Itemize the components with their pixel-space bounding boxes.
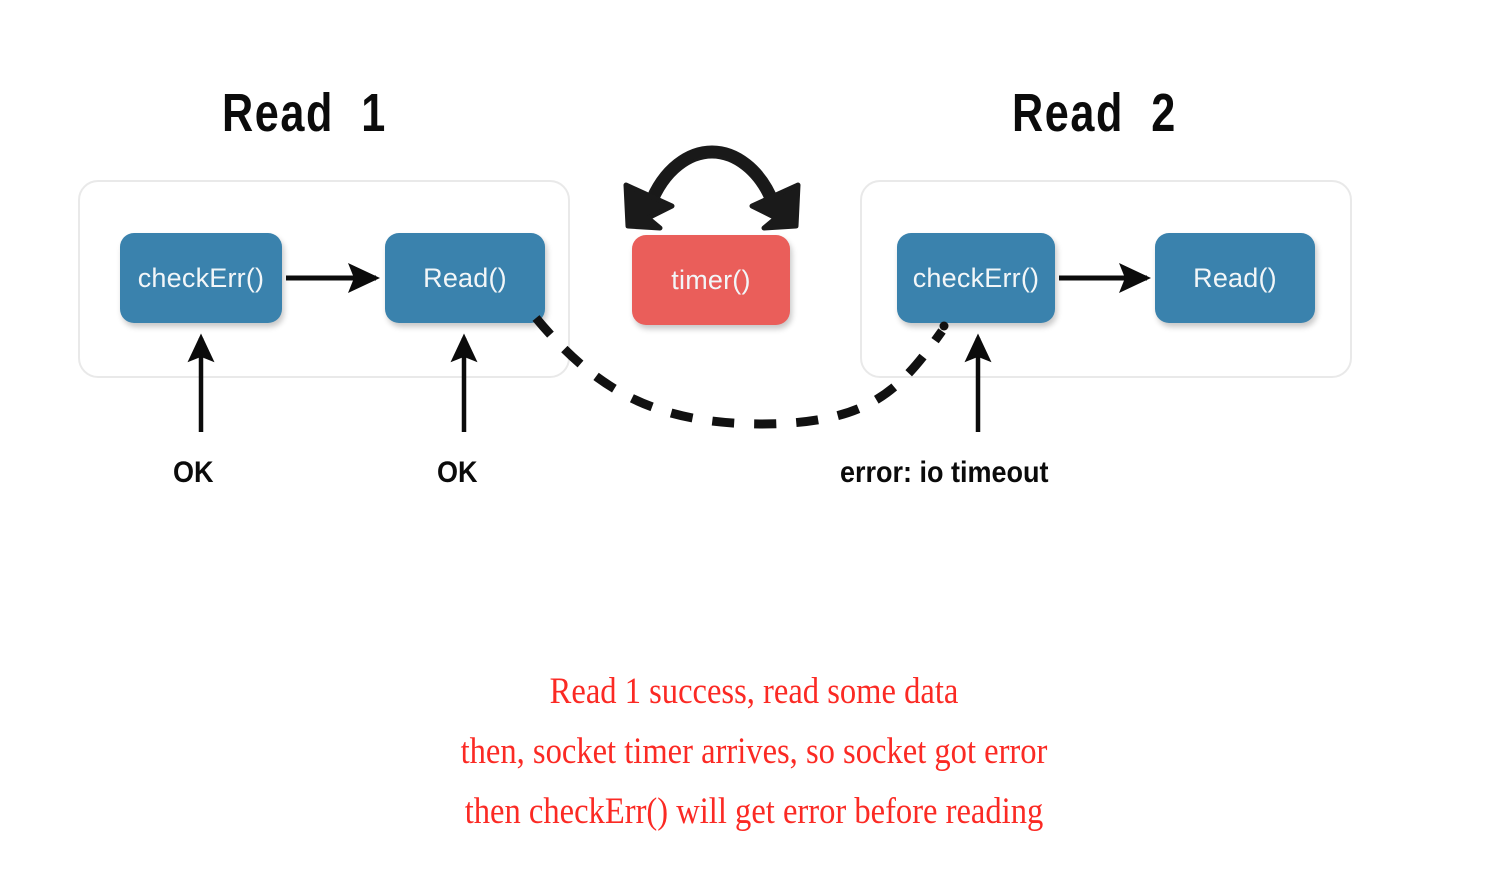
section-title-read-1: Read 1	[222, 83, 387, 143]
section-title-read-2: Read 2	[1012, 83, 1177, 143]
node-checkerr-read-1[interactable]: checkErr()	[120, 233, 282, 323]
node-label: checkErr()	[912, 262, 1040, 293]
timer-loop-arc	[623, 145, 801, 231]
label-error-io-timeout: error: io timeout	[840, 456, 1049, 489]
node-timer[interactable]: timer()	[632, 235, 790, 325]
node-label: Read()	[423, 262, 507, 293]
caption-line-3: then checkErr() will get error before re…	[464, 791, 1044, 832]
label-ok-read-2: OK	[437, 456, 478, 489]
caption-block: Read 1 success, read some data then, soc…	[0, 662, 1508, 842]
node-read-read-1[interactable]: Read()	[385, 233, 545, 323]
node-label: Read()	[1193, 262, 1277, 293]
node-label: checkErr()	[137, 262, 265, 293]
node-checkerr-read-2[interactable]: checkErr()	[897, 233, 1055, 323]
node-read-read-2[interactable]: Read()	[1155, 233, 1315, 323]
node-label: timer()	[671, 264, 751, 295]
caption-line-2: then, socket timer arrives, so socket go…	[460, 731, 1048, 772]
caption-line-1: Read 1 success, read some data	[549, 671, 959, 712]
label-ok-read-1: OK	[173, 456, 214, 489]
